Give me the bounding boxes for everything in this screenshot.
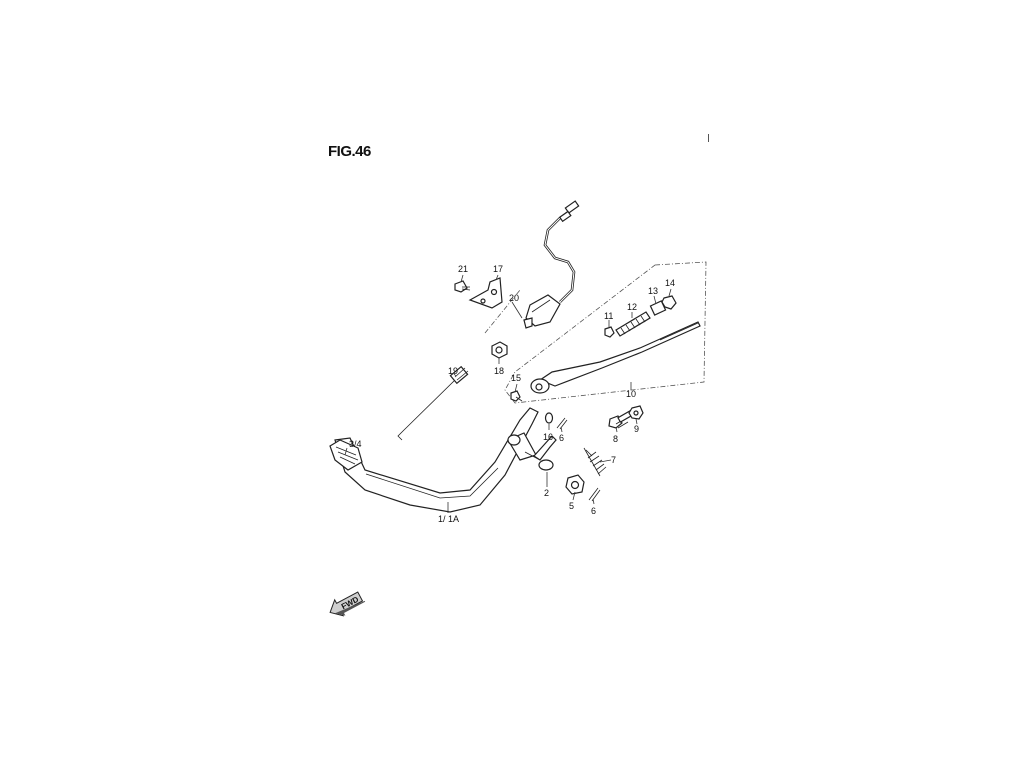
nut-5 <box>565 474 585 495</box>
callout-1: 1/ 1A <box>438 514 459 524</box>
callout-11: 11 <box>604 311 613 321</box>
callout-8: 8 <box>613 434 618 444</box>
brake-rod <box>530 321 701 394</box>
callout-9: 9 <box>634 424 639 434</box>
callout-12: 12 <box>627 302 637 312</box>
callout-20: 20 <box>509 293 519 303</box>
callout-15: 15 <box>511 373 521 383</box>
callout-13: 13 <box>648 286 658 296</box>
callout-3-4: 3/4 <box>349 439 362 449</box>
callout-14: 14 <box>665 278 675 288</box>
washer-16 <box>544 412 554 424</box>
spring-rod <box>397 365 469 441</box>
group-boundary-switch <box>484 289 521 334</box>
callout-21: 21 <box>458 264 468 274</box>
callout-6-upper: 6 <box>559 433 564 443</box>
nut-18 <box>491 341 508 359</box>
callout-18: 18 <box>494 366 504 376</box>
callout-17: 17 <box>493 264 503 274</box>
figure-title: FIG.46 <box>328 143 371 160</box>
bracket-17 <box>468 277 503 309</box>
cotter-pin-lower <box>588 487 601 502</box>
leader-lines <box>344 274 672 513</box>
spring-7 <box>583 447 607 477</box>
brake-switch <box>523 200 580 329</box>
group-boundary <box>504 261 707 404</box>
callout-5: 5 <box>569 501 574 511</box>
callout-10: 10 <box>626 389 636 399</box>
bolt-21 <box>454 280 471 293</box>
callout-2: 2 <box>544 488 549 498</box>
brake-pedal <box>329 407 539 513</box>
callout-16: 16 <box>543 432 553 442</box>
nut-14 <box>661 295 677 310</box>
nut-11 <box>604 326 615 338</box>
spring-12 <box>615 311 651 337</box>
fwd-arrow-icon: FWD <box>329 591 366 617</box>
nut-9 <box>628 405 644 420</box>
callout-19: 19 <box>448 366 458 376</box>
brake-arm <box>507 432 557 471</box>
callout-labels: 1/ 1A 2 3/4 5 6 6 7 8 9 10 11 12 13 14 1… <box>349 264 675 524</box>
cotter-pin-upper <box>556 417 568 430</box>
callout-7: 7 <box>611 455 616 465</box>
footrest <box>329 439 363 471</box>
bolt-15 <box>510 390 523 402</box>
corner-mark <box>708 134 709 142</box>
callout-6-lower: 6 <box>591 506 596 516</box>
